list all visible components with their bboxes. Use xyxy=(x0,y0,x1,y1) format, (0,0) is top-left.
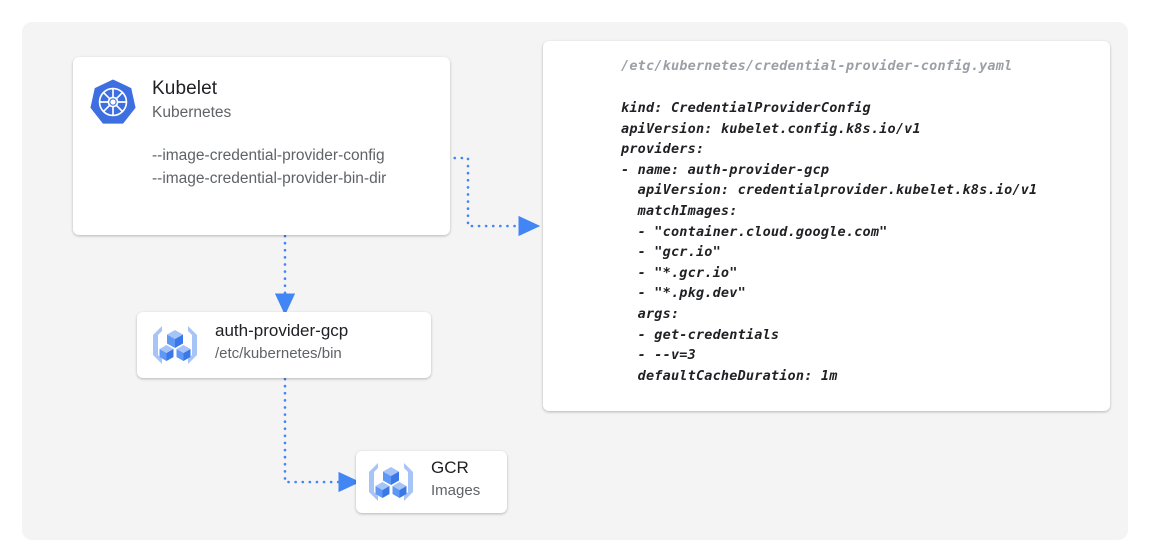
kubelet-card-subtitle: Kubernetes xyxy=(152,104,232,121)
kubernetes-wheel-icon xyxy=(90,79,136,124)
cube-bottom-left xyxy=(375,482,390,498)
auth-provider-card-title: auth-provider-gcp xyxy=(215,321,349,340)
cube-bottom-right xyxy=(176,345,191,361)
yaml-content: kind: CredentialProviderConfig apiVersio… xyxy=(621,100,1038,384)
kubelet-flag-config: --image-credential-provider-config xyxy=(152,147,385,164)
cube-top xyxy=(167,330,183,348)
cube-bottom-right xyxy=(392,482,407,498)
gcr-card[interactable]: GCR Images xyxy=(356,451,507,513)
kubelet-card[interactable]: Kubelet Kubernetes --image-credential-pr… xyxy=(73,57,450,235)
kubelet-card-title: Kubelet xyxy=(152,78,218,99)
cube-top xyxy=(383,467,399,485)
gcr-card-subtitle: Images xyxy=(431,482,481,499)
gcr-card-title: GCR xyxy=(431,458,469,477)
auth-provider-card-subtitle: /etc/kubernetes/bin xyxy=(215,345,342,362)
gcp-container-registry-icon xyxy=(369,463,413,501)
kubelet-flag-bin-dir: --image-credential-provider-bin-dir xyxy=(152,170,387,187)
auth-provider-gcp-card[interactable]: auth-provider-gcp /etc/kubernetes/bin xyxy=(137,312,431,378)
cube-bottom-left xyxy=(159,345,174,361)
yaml-file-path: /etc/kubernetes/credential-provider-conf… xyxy=(621,58,1013,74)
credential-provider-config-card[interactable]: /etc/kubernetes/credential-provider-conf… xyxy=(543,41,1110,411)
gcp-container-registry-icon xyxy=(153,326,197,364)
